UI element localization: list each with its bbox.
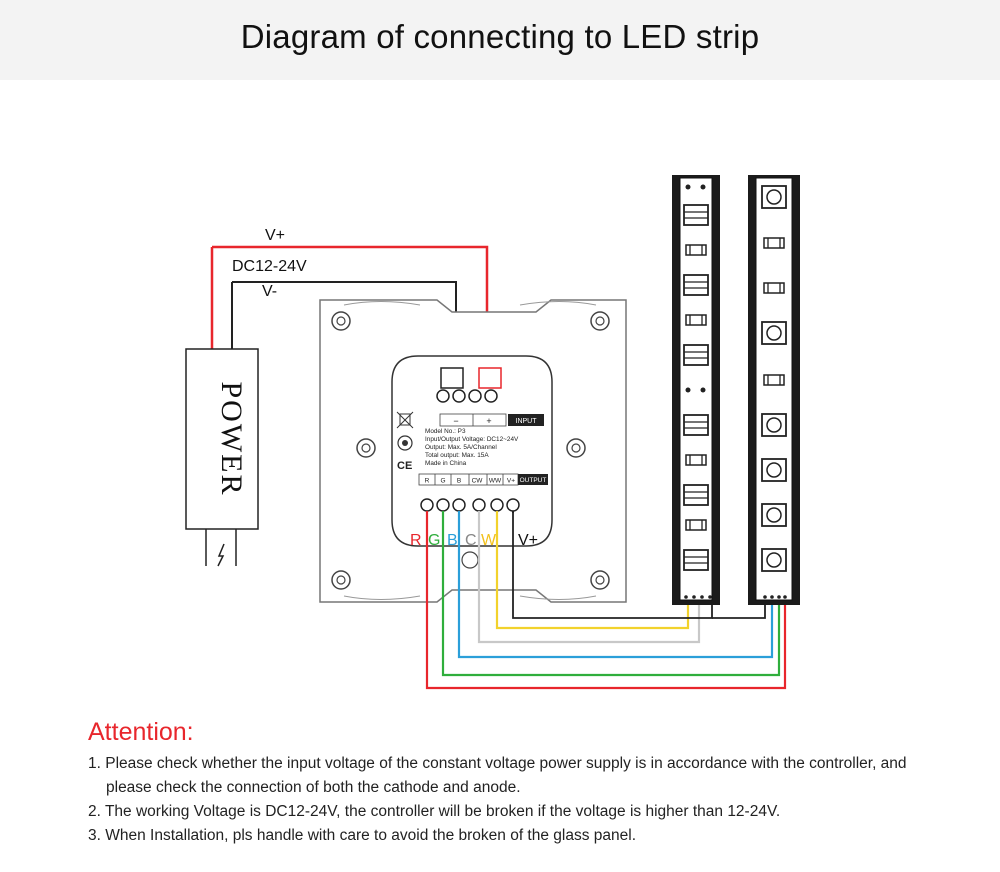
terminal-icon	[506, 498, 520, 512]
led-strip-cct	[672, 175, 720, 605]
led-chip-icon	[761, 503, 787, 527]
channel-label-r: R	[410, 532, 422, 549]
led-chip-icon	[761, 185, 787, 209]
page-title: Diagram of connecting to LED strip	[240, 18, 760, 55]
terminal-icon	[472, 498, 486, 512]
output-wires	[425, 512, 787, 690]
power-supply: POWER V+ DC12-24V V-	[185, 227, 307, 567]
channel-label-vplus: V+	[518, 532, 538, 549]
power-box	[185, 348, 259, 530]
led-chip-icon	[761, 413, 787, 437]
led-chip-icon	[683, 549, 709, 571]
channel-label-g: G	[428, 532, 440, 549]
solder-pad-icon	[708, 595, 712, 599]
output-label: B	[457, 478, 461, 485]
terminal-icon	[436, 498, 450, 512]
terminal-icon	[468, 389, 482, 403]
wire-vplus-black	[512, 512, 713, 619]
resistor-icon	[763, 374, 785, 386]
info-line: Total output: Max. 15A	[425, 452, 489, 459]
wire-yellow-ww	[495, 512, 690, 630]
lightning-plug-icon	[217, 543, 225, 567]
solder-pad-icon	[700, 595, 704, 599]
led-dot-icon	[700, 387, 706, 393]
note-item: 3. When Installation, pls handle with ca…	[88, 827, 637, 844]
output-label: R	[425, 478, 430, 485]
controller-module	[391, 355, 553, 547]
wire-green	[441, 512, 781, 677]
info-line: Made in China	[425, 460, 467, 467]
channel-label-c: C	[465, 532, 477, 549]
crossed-bin-icon	[396, 411, 414, 429]
terminal-icon	[420, 498, 434, 512]
note-item: 1. Please check whether the input voltag…	[88, 755, 907, 796]
led-dot-icon	[685, 387, 691, 393]
led-chip-icon	[683, 274, 709, 296]
channel-label-w: W	[481, 532, 497, 549]
wire-white-cw	[477, 512, 701, 644]
input-minus-label: −	[453, 416, 458, 426]
output-label: WW	[489, 478, 502, 485]
header-band: Diagram of connecting to LED strip	[0, 0, 1000, 80]
terminal-icon	[452, 498, 466, 512]
solder-pad-icon	[783, 595, 787, 599]
rohs-icon	[397, 435, 413, 451]
voltage-label: DC12-24V	[232, 258, 307, 275]
led-chip-icon	[683, 344, 709, 366]
info-line: Model No.: P3	[425, 428, 466, 435]
solder-pad-icon	[763, 595, 767, 599]
terminal-icon	[490, 498, 504, 512]
info-line: Input/Output Voltage: DC12~24V	[425, 436, 519, 443]
vplus-label: V+	[265, 227, 285, 244]
ce-mark: CE	[397, 460, 412, 472]
wire-red	[425, 512, 787, 690]
input-plus-label: +	[486, 416, 491, 426]
resistor-icon	[763, 237, 785, 249]
led-chip-icon	[683, 414, 709, 436]
solder-pad-icon	[692, 595, 696, 599]
notes-list: 1. Please check whether the input voltag…	[88, 752, 948, 848]
note-item: 2. The working Voltage is DC12-24V, the …	[88, 803, 781, 820]
output-tag: OUTPUT	[520, 477, 547, 484]
channel-label-b: B	[447, 532, 458, 549]
vminus-label: V-	[262, 283, 277, 300]
terminal-icon	[452, 389, 466, 403]
led-chip-icon	[761, 321, 787, 345]
resistor-icon	[685, 519, 707, 531]
resistor-icon	[685, 244, 707, 256]
terminal-icon	[484, 389, 498, 403]
info-line: Output: Max. 5A/Channel	[425, 444, 497, 451]
resistor-icon	[763, 282, 785, 294]
led-chip-icon	[761, 458, 787, 482]
output-label-strip: R G B CW WW V+	[418, 473, 519, 486]
output-label: V+	[507, 478, 515, 485]
solder-pad-icon	[770, 595, 774, 599]
panel-clip-icon	[461, 551, 479, 569]
resistor-icon	[685, 454, 707, 466]
led-dot-icon	[685, 184, 691, 190]
wire-blue	[457, 512, 774, 659]
solder-pad-icon	[777, 595, 781, 599]
solder-pad-icon	[684, 595, 688, 599]
output-label: G	[440, 478, 445, 485]
input-tag: INPUT	[516, 418, 538, 425]
output-label: CW	[472, 478, 484, 485]
led-chip-icon	[683, 484, 709, 506]
led-chip-icon	[683, 204, 709, 226]
resistor-icon	[685, 314, 707, 326]
power-label: POWER	[215, 382, 248, 497]
terminal-icon	[436, 389, 450, 403]
attention-heading: Attention:	[88, 718, 194, 746]
led-dot-icon	[700, 184, 706, 190]
led-chip-icon	[761, 548, 787, 572]
led-strip-rgb	[748, 175, 800, 605]
